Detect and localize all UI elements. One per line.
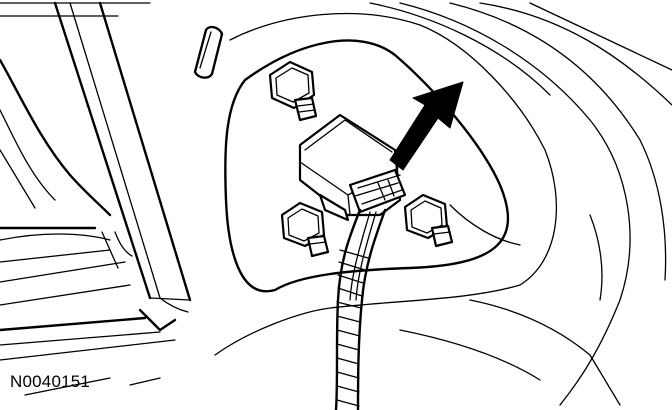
electrical-connector xyxy=(298,113,407,222)
figure-id-label: N0040151 xyxy=(10,372,91,391)
nut-top xyxy=(268,60,318,122)
slot-tab xyxy=(193,25,224,79)
lamp-cavity xyxy=(214,2,672,406)
pointer-arrow xyxy=(389,81,464,171)
nut-lower-left xyxy=(280,201,330,258)
nut-right xyxy=(403,193,454,248)
body-panel-contours xyxy=(0,2,176,396)
pillar-trim xyxy=(53,1,192,332)
wire-harness xyxy=(334,208,387,410)
